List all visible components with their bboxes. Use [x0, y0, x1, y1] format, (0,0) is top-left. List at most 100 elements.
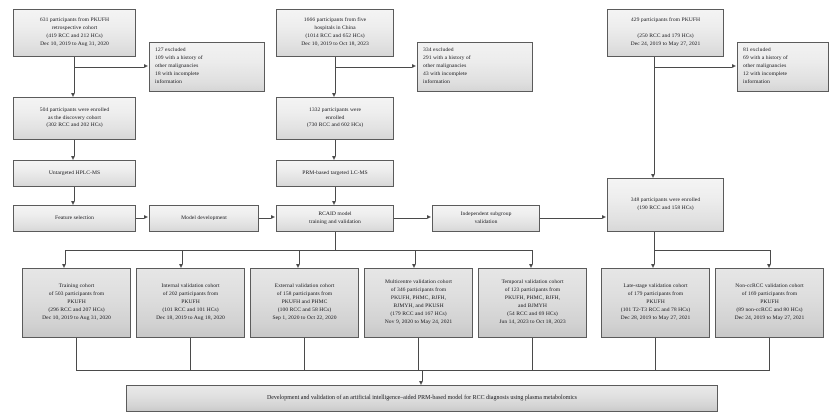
cohort-training-cohort-title: Training cohort of 503 participants from… — [48, 283, 105, 306]
box-excluded-middle: 334 excluded 291 with a history of other… — [417, 42, 533, 92]
connector-rcaid-to-subgroup — [394, 218, 427, 219]
arrowhead-subgroup-to-348 — [602, 215, 606, 220]
box-discovery-cohort: 504 participants were enrolled as the di… — [13, 97, 136, 140]
box-enrolled-348: 348 participants were enrolled (190 RCC … — [607, 178, 724, 232]
cohort-external-validation-cohort-text: External validation cohort of 158 partic… — [253, 283, 356, 323]
connector-branch-internal — [182, 250, 183, 264]
box-five-hospitals-text: 1666 participants from five hospitals in… — [301, 17, 369, 47]
cohort-external-validation-cohort-detail: (100 RCC and 58 HCs) Sep 1, 2020 to Oct … — [272, 306, 337, 321]
cohort-non-ccrcc-validation-cohort-detail: (89 non-ccRCC and 80 HCs) Dec 24, 2019 t… — [734, 306, 805, 321]
box-excluded-left: 127 excluded 109 with a history of other… — [149, 42, 265, 92]
arrowhead-rcaid-to-subgroup — [427, 215, 431, 220]
connector-branch-external — [299, 250, 300, 264]
cohort-box-non-ccrcc-validation-cohort: Non-ccRCC validation cohort of 169 parti… — [715, 268, 824, 338]
connector-untargeted-to-feature — [74, 187, 75, 201]
arrowhead-631-to-excluded-left — [144, 64, 148, 69]
arrowhead-504-to-untargeted — [71, 156, 76, 160]
arrowhead-feature-to-model — [144, 215, 148, 220]
cohort-internal-validation-cohort-detail: (101 RCC and 101 HCs) Dec 18, 2019 to Au… — [156, 306, 225, 321]
cohort-multicentre-validation-cohort-title: Multicentre validation cohort of 346 par… — [384, 279, 452, 309]
connector-631-to-504 — [74, 57, 75, 93]
box-rcaid-model-text: RCAID model training and validation — [309, 210, 361, 225]
box-model-development: Model development — [149, 205, 259, 232]
connector-348-branch-stem — [654, 232, 655, 250]
cohort-external-validation-cohort-title: External validation cohort of 158 partic… — [274, 283, 335, 306]
cohort-box-training-cohort: Training cohort of 503 participants from… — [22, 268, 131, 338]
connector-branch-multicentre — [415, 250, 416, 264]
box-pkufh-retrospective-text: 631 participants from PKUFH retrospectiv… — [39, 17, 110, 47]
box-excluded-left-text: 127 excluded 109 with a history of other… — [155, 47, 203, 85]
connector-429-to-excluded-right — [654, 67, 732, 68]
cohort-multicentre-validation-cohort-text: Multicentre validation cohort of 346 par… — [367, 279, 470, 327]
arrowhead-untargeted-to-feature — [71, 201, 76, 205]
arrowhead-1332-to-prm — [332, 156, 337, 160]
arrowhead-1666-to-excluded-middle — [412, 64, 416, 69]
cohort-box-multicentre-validation-cohort: Multicentre validation cohort of 346 par… — [364, 268, 473, 338]
connector-branch-training — [65, 250, 66, 264]
cohort-late-stage-validation-cohort-title: Late-stage validation cohort of 179 part… — [623, 283, 688, 306]
box-five-hospitals: 1666 participants from five hospitals in… — [276, 9, 394, 57]
connector-1666-to-excluded-middle — [335, 67, 412, 68]
connector-rcaid-branch-bus — [65, 250, 532, 251]
cohort-internal-validation-cohort-text: Internal validation cohort of 202 partic… — [139, 283, 242, 323]
arrowhead-branch-non-ccrcc — [767, 264, 772, 268]
arrowhead-429-to-excluded-right — [732, 64, 736, 69]
arrowhead-631-to-504 — [71, 93, 76, 97]
connector-631-to-excluded-left — [74, 67, 144, 68]
box-discovery-cohort-text: 504 participants were enrolled as the di… — [39, 106, 110, 129]
arrowhead-branch-external — [296, 264, 301, 268]
connector-model-to-rcaid — [259, 218, 271, 219]
cohort-box-internal-validation-cohort: Internal validation cohort of 202 partic… — [136, 268, 245, 338]
arrowhead-branch-late-stage — [651, 264, 656, 268]
box-prm-targeted-lcms: PRM-based targeted LC-MS — [276, 160, 394, 187]
cohort-multicentre-validation-cohort-detail: (179 RCC and 167 HCs) Nov 9, 2020 to May… — [384, 310, 453, 325]
connector-348-branch-bus — [654, 250, 770, 251]
arrowhead-bus-to-final — [419, 381, 424, 385]
arrowhead-1666-to-1332 — [332, 93, 337, 97]
box-independent-subgroup-validation: Independent subgroup validation — [432, 205, 540, 232]
cohort-non-ccrcc-validation-cohort-text: Non-ccRCC validation cohort of 169 parti… — [718, 283, 821, 323]
box-final-conclusion: Development and validation of an artific… — [126, 385, 718, 412]
connector-1332-to-prm — [335, 140, 336, 156]
connector-prm-to-rcaid — [335, 187, 336, 201]
connector-branch-late-stage — [654, 250, 655, 264]
arrowhead-429-to-348 — [651, 174, 656, 178]
box-excluded-right-text: 81 excluded 69 with a history of other m… — [743, 47, 788, 85]
box-prm-targeted-lcms-text: PRM-based targeted LC-MS — [302, 169, 368, 176]
cohort-temporal-validation-cohort-title: Temporal validation cohort of 123 partic… — [501, 279, 564, 309]
box-pkufh-retrospective: 631 participants from PKUFH retrospectiv… — [13, 9, 136, 57]
box-pkufh-429-text: 429 participants from PKUFH (250 RCC and… — [630, 17, 701, 47]
box-excluded-right: 81 excluded 69 with a history of other m… — [737, 42, 829, 92]
connector-external-to-bus — [304, 338, 305, 370]
connector-branch-temporal — [532, 250, 533, 264]
cohort-box-temporal-validation-cohort: Temporal validation cohort of 123 partic… — [478, 268, 587, 338]
connector-internal-to-bus — [190, 338, 191, 370]
arrowhead-model-to-rcaid — [271, 215, 275, 220]
cohort-late-stage-validation-cohort-detail: (101 T2-T3 RCC and 78 HCs) Dec 28, 2019 … — [620, 306, 691, 321]
box-rcaid-model: RCAID model training and validation — [276, 205, 394, 232]
cohort-training-cohort-detail: (296 RCC and 207 HCs) Dec 10, 2019 to Au… — [42, 306, 111, 321]
connector-subgroup-to-348 — [540, 218, 602, 219]
box-pkufh-429: 429 participants from PKUFH (250 RCC and… — [607, 9, 724, 57]
connector-bus-to-final — [422, 370, 423, 381]
box-enrolled-1332-text: 1332 participants were enrolled (730 RCC… — [306, 106, 364, 129]
arrowhead-branch-multicentre — [412, 264, 417, 268]
box-final-conclusion-text: Development and validation of an artific… — [266, 395, 578, 402]
cohort-training-cohort-text: Training cohort of 503 participants from… — [25, 283, 128, 323]
box-independent-subgroup-validation-text: Independent subgroup validation — [460, 210, 512, 225]
arrowhead-branch-temporal — [529, 264, 534, 268]
cohort-box-late-stage-validation-cohort: Late-stage validation cohort of 179 part… — [601, 268, 710, 338]
connector-504-to-untargeted — [74, 140, 75, 156]
cohort-late-stage-validation-cohort-text: Late-stage validation cohort of 179 part… — [604, 283, 707, 323]
box-untargeted-hplc-ms-text: Untargeted HPLC-MS — [48, 169, 101, 176]
connector-training-to-bus — [76, 338, 77, 370]
connector-429-to-348 — [654, 57, 655, 174]
box-untargeted-hplc-ms: Untargeted HPLC-MS — [13, 160, 136, 187]
box-feature-selection-text: Feature selection — [55, 214, 94, 221]
connector-rcaid-branch-stem — [335, 232, 336, 250]
connector-1666-to-1332 — [335, 57, 336, 93]
connector-branch-non-ccrcc — [770, 250, 771, 264]
cohort-temporal-validation-cohort-detail: (54 RCC and 69 HCs) Jun 14, 2023 to Oct … — [499, 310, 566, 325]
cohort-internal-validation-cohort-title: Internal validation cohort of 202 partic… — [161, 283, 220, 306]
